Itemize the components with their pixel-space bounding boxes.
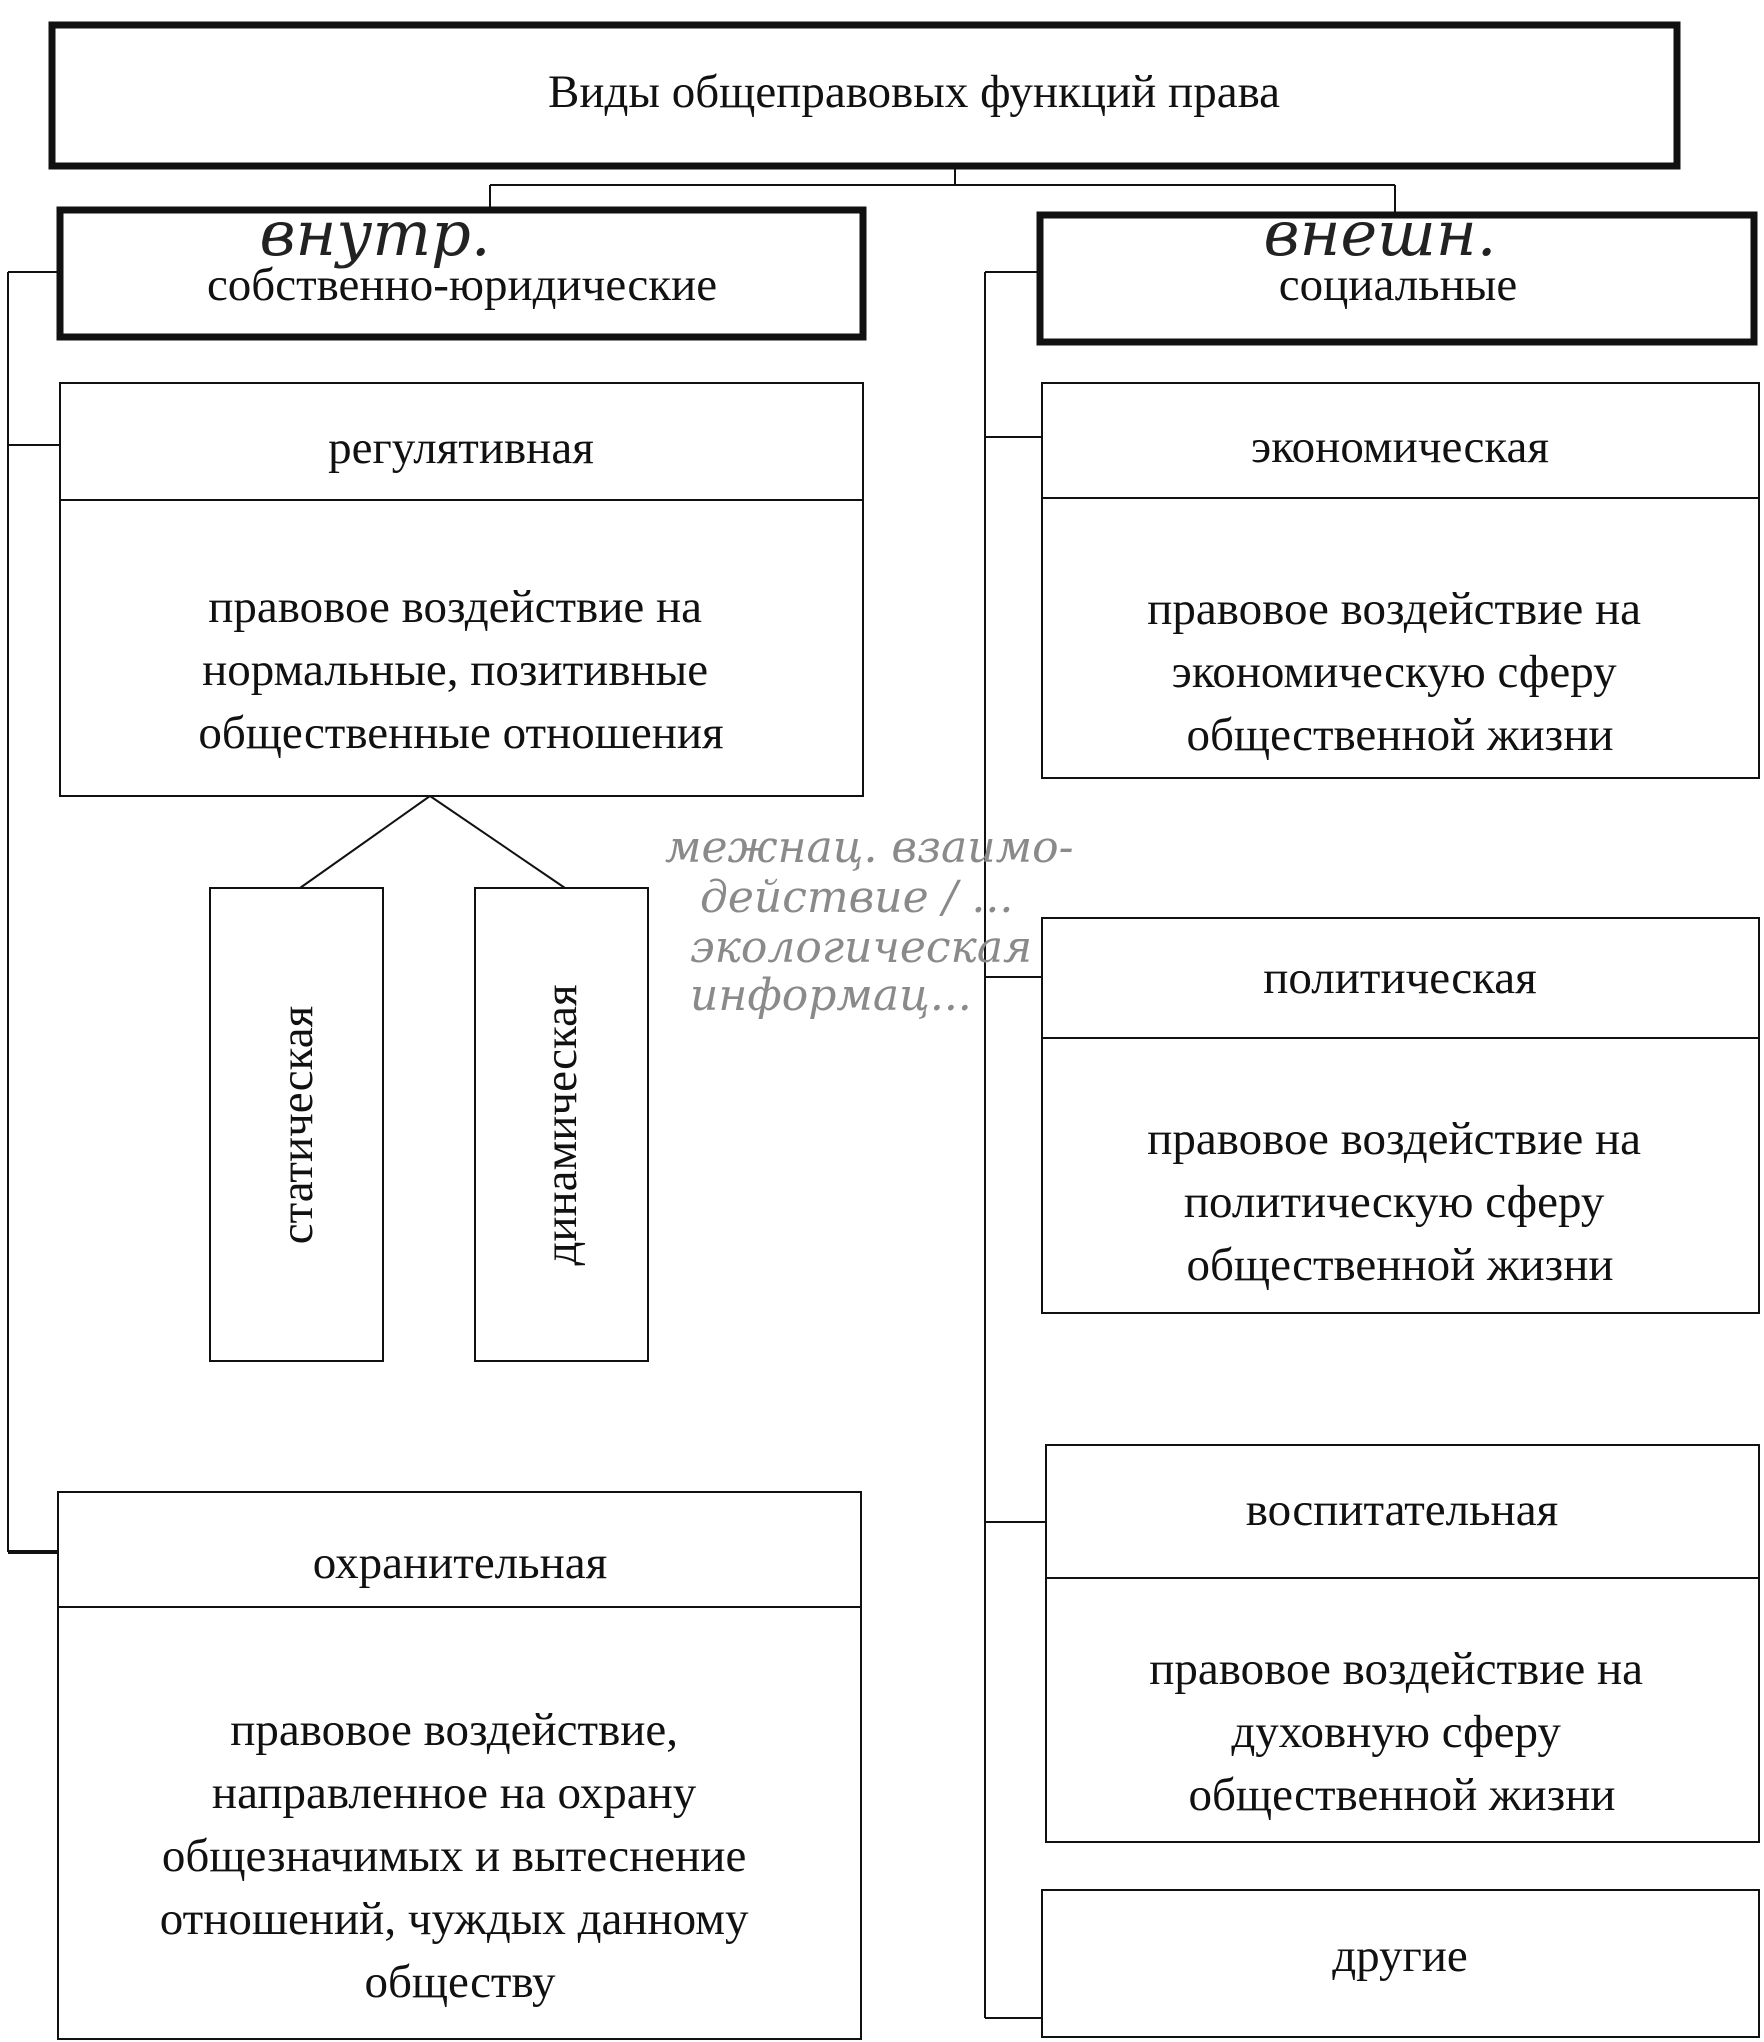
right-handwritten-note: внешн. — [1264, 197, 1497, 270]
left-handwritten-note: внутр. — [259, 197, 490, 270]
regulative-description-line: правовое воздействие на — [208, 581, 702, 633]
connectors — [7, 168, 1396, 2019]
economic-box: экономическая правовое воздействие на эк… — [1041, 382, 1760, 779]
faint-note-line: межнац. взаимо- — [665, 822, 1073, 873]
political-description-line: правовое воздействие на — [1147, 1113, 1641, 1165]
regulative-title: регулятивная — [328, 422, 594, 474]
dynamic-subtype-label: динамическая — [535, 984, 587, 1265]
protective-description-line: отношений, чуждых данному — [160, 1893, 749, 1945]
educational-description-line: правовое воздействие на — [1149, 1643, 1643, 1695]
faint-note-line: информац... — [690, 970, 972, 1021]
others-title: другие — [1332, 1930, 1468, 1982]
educational-description-line: общественной жизни — [1188, 1769, 1615, 1821]
economic-title: экономическая — [1251, 421, 1549, 473]
regulative-box: регулятивная правовое воздействие на нор… — [59, 382, 864, 797]
educational-box: воспитательная правовое воздействие на д… — [1045, 1444, 1760, 1843]
left-branch-box: собственно-юридические внутр. — [56, 197, 867, 341]
regulative-description: правовое воздействие на нормальные, пози… — [198, 581, 723, 759]
static-subtype-box: статическая — [209, 887, 384, 1362]
regulative-description-line: общественные отношения — [198, 707, 723, 759]
dynamic-subtype-box: динамическая — [474, 887, 649, 1362]
protective-description-line: направленное на охрану — [212, 1767, 697, 1819]
economic-description: правовое воздействие на экономическую сф… — [1147, 583, 1653, 761]
economic-description-line: экономическую сферу — [1172, 646, 1617, 698]
political-title: политическая — [1263, 952, 1536, 1004]
protective-description-line: общезначимых и вытеснение — [162, 1830, 746, 1882]
regulative-description-line: нормальные, позитивные — [202, 644, 708, 696]
educational-description: правовое воздействие на духовную сферу о… — [1149, 1643, 1655, 1821]
economic-description-line: общественной жизни — [1186, 709, 1613, 761]
political-description-line: политическую сферу — [1184, 1176, 1605, 1228]
educational-description-line: духовную сферу — [1231, 1706, 1561, 1758]
protective-description-line: правовое воздействие, — [230, 1704, 678, 1756]
right-branch-title: социальные — [1279, 259, 1517, 311]
protective-description: правовое воздействие, направленное на ох… — [160, 1704, 761, 2008]
diagram-title: Виды общеправовых функций права — [548, 66, 1280, 118]
political-description-line: общественной жизни — [1186, 1239, 1613, 1291]
protective-box: охранительная правовое воздействие, напр… — [57, 1491, 862, 2040]
static-subtype-label: статическая — [271, 1006, 323, 1244]
protective-title: охранительная — [313, 1537, 607, 1589]
educational-title: воспитательная — [1246, 1484, 1558, 1536]
faint-note-line: экологическая — [690, 922, 1032, 973]
economic-description-line: правовое воздействие на — [1147, 583, 1641, 635]
faint-note-line: действие / ... — [700, 872, 1013, 923]
political-description: правовое воздействие на политическую сфе… — [1147, 1113, 1653, 1291]
right-branch-box: социальные внешн. — [1036, 197, 1758, 346]
title-box: Виды общеправовых функций права — [48, 21, 1681, 170]
others-box: другие — [1041, 1889, 1760, 2038]
faint-handwritten-note: межнац. взаимо- действие / ... экологиче… — [665, 822, 1073, 1021]
left-branch-title: собственно-юридические — [207, 259, 717, 311]
political-box: политическая правовое воздействие на пол… — [1041, 917, 1760, 1314]
protective-description-line: обществу — [364, 1956, 556, 2008]
